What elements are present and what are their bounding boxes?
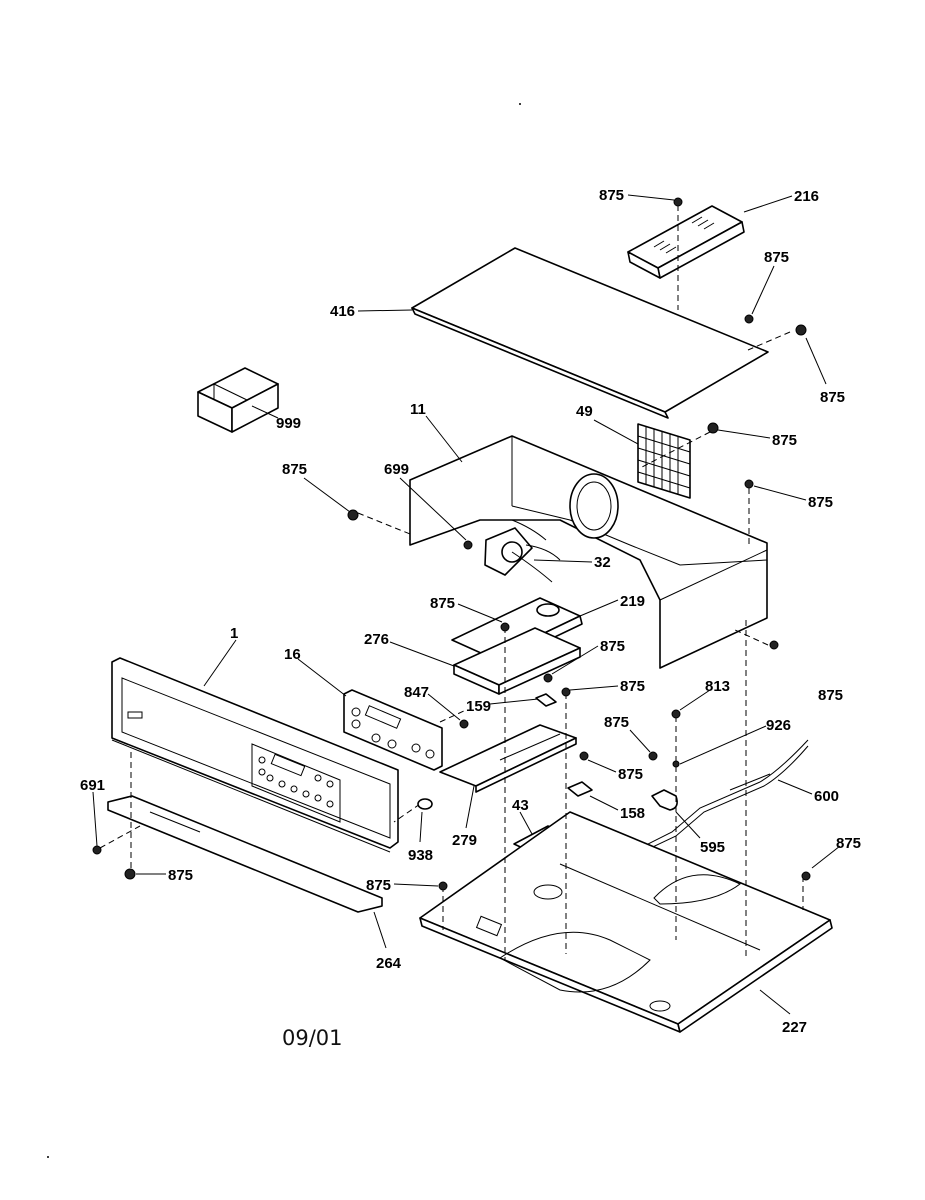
- label-875: 875: [618, 766, 643, 783]
- screw-875-f: [347, 509, 359, 521]
- keypad: [251, 743, 341, 823]
- switch-159: [535, 693, 557, 707]
- label-227: 227: [782, 1019, 807, 1036]
- label-158: 158: [620, 805, 645, 822]
- label-875: 875: [818, 687, 843, 704]
- date-code: 09/01: [282, 1026, 343, 1050]
- label-875: 875: [836, 835, 861, 852]
- power-cord-600: [623, 739, 809, 881]
- screw-875-j: [648, 751, 658, 761]
- carton-999: [197, 367, 279, 433]
- label-219: 219: [620, 593, 645, 610]
- label-875: 875: [599, 187, 624, 204]
- label-875: 875: [604, 714, 629, 731]
- speck: [519, 103, 521, 105]
- label-813: 813: [705, 678, 730, 695]
- label-691: 691: [80, 777, 105, 794]
- label-875: 875: [620, 678, 645, 695]
- label-32: 32: [594, 554, 611, 571]
- label-847: 847: [404, 684, 429, 701]
- screw-875-d: [707, 422, 719, 434]
- clamp-595: [651, 789, 678, 811]
- label-875: 875: [820, 389, 845, 406]
- assembly-lines: [99, 205, 804, 960]
- screw-875-k: [769, 640, 779, 650]
- grille-49: [637, 423, 691, 499]
- label-875: 875: [600, 638, 625, 655]
- switch-158: [567, 781, 593, 797]
- control-board-16: [343, 689, 443, 771]
- screw-875-c: [795, 324, 807, 336]
- label-16: 16: [284, 646, 301, 663]
- screws: [92, 197, 811, 891]
- screw-875-m: [124, 868, 136, 880]
- fan-motor-32: [484, 519, 561, 583]
- label-875: 875: [764, 249, 789, 266]
- label-43: 43: [512, 797, 529, 814]
- screw-875-h: [543, 673, 553, 683]
- label-938: 938: [408, 847, 433, 864]
- screw-691: [92, 845, 102, 855]
- label-595: 595: [700, 839, 725, 856]
- leader-lines: [92, 194, 841, 1015]
- screw-875-e: [744, 479, 754, 489]
- label-11: 11: [410, 401, 426, 418]
- label-875: 875: [430, 595, 455, 612]
- tray-279: [439, 724, 577, 793]
- screw-875-i: [561, 687, 571, 697]
- screw-847: [459, 719, 469, 729]
- label-264: 264: [376, 955, 402, 972]
- screw-813: [671, 709, 681, 719]
- control-panel-1: [111, 657, 399, 853]
- filter-276: [453, 627, 581, 695]
- screw-875-o: [801, 871, 811, 881]
- label-216: 216: [794, 188, 819, 205]
- screw-875-l: [579, 751, 589, 761]
- label-875: 875: [168, 867, 193, 884]
- label-875: 875: [366, 877, 391, 894]
- label-416: 416: [330, 303, 355, 320]
- vent-cover-216: [627, 205, 745, 279]
- speck: [47, 1156, 49, 1158]
- label-999: 999: [276, 415, 301, 432]
- label-600: 600: [814, 788, 839, 805]
- vent-slots: [653, 216, 715, 254]
- screw-875-g: [500, 622, 510, 632]
- screw-875-n: [438, 881, 448, 891]
- label-875: 875: [772, 432, 797, 449]
- label-276: 276: [364, 631, 389, 648]
- screw-699: [463, 540, 473, 550]
- label-1: 1: [230, 625, 238, 642]
- label-279: 279: [452, 832, 477, 849]
- label-926: 926: [766, 717, 791, 734]
- trim-strip-264: [107, 795, 383, 913]
- label-49: 49: [576, 403, 593, 420]
- screw-875-a: [673, 197, 683, 207]
- ring-926: [672, 760, 680, 768]
- label-159: 159: [466, 698, 491, 715]
- label-875: 875: [282, 461, 307, 478]
- label-875: 875: [808, 494, 833, 511]
- label-699: 699: [384, 461, 409, 478]
- top-panel-416: [411, 247, 769, 419]
- housing-11: [409, 435, 768, 669]
- plug-938: [417, 798, 433, 810]
- screw-875-b: [744, 314, 754, 324]
- base-227: [419, 811, 833, 1033]
- part-labels: 875 216 875 416 875 999 11 49 875 875 69…: [80, 187, 861, 1036]
- grille-mesh: [637, 427, 691, 495]
